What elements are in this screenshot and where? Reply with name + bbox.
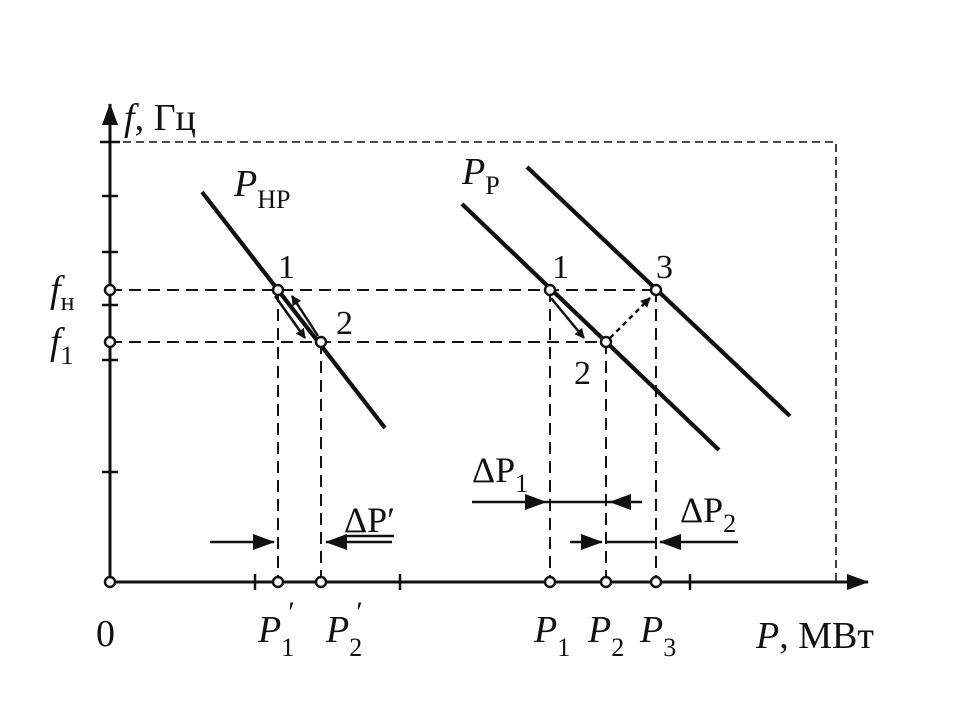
left-point-2-label: 2 — [336, 305, 353, 342]
fn-label: fн — [50, 269, 75, 316]
p3-label: P3 — [639, 609, 676, 662]
y-axis-label: f, Гц — [124, 97, 196, 139]
origin-label: 0 — [96, 613, 115, 655]
p1-label: P1 — [533, 609, 570, 662]
p1-prime-label: P1′ — [257, 596, 295, 662]
p2-label: P2 — [587, 609, 624, 662]
right-point-2-label: 2 — [574, 355, 591, 392]
right-point-3-label: 3 — [656, 249, 673, 286]
pr-curve-label: PР — [461, 151, 500, 200]
f1-label: f1 — [50, 321, 74, 370]
left-transition-arrows — [273, 295, 320, 339]
y-axis-ticks — [100, 140, 120, 474]
boundary-frame — [110, 141, 837, 582]
x-axis-ticks — [253, 574, 692, 590]
x-axis-label: P, МВт — [755, 615, 874, 657]
right-point-1-label: 1 — [552, 249, 569, 286]
right-transition-arrows — [550, 297, 651, 339]
delta-p2-label: ΔP2 — [680, 490, 736, 538]
pnr-characteristic-line — [200, 190, 387, 430]
left-point-1-label: 1 — [278, 249, 295, 286]
pnr-curve-label: PНР — [233, 163, 290, 214]
delta-p-prime-label: ΔP′ — [344, 500, 395, 540]
marker-points — [103, 283, 663, 589]
pr-characteristic-line — [460, 202, 721, 452]
delta-p1-label: ΔP1 — [472, 450, 528, 498]
p2-prime-label: P2′ — [325, 596, 363, 662]
